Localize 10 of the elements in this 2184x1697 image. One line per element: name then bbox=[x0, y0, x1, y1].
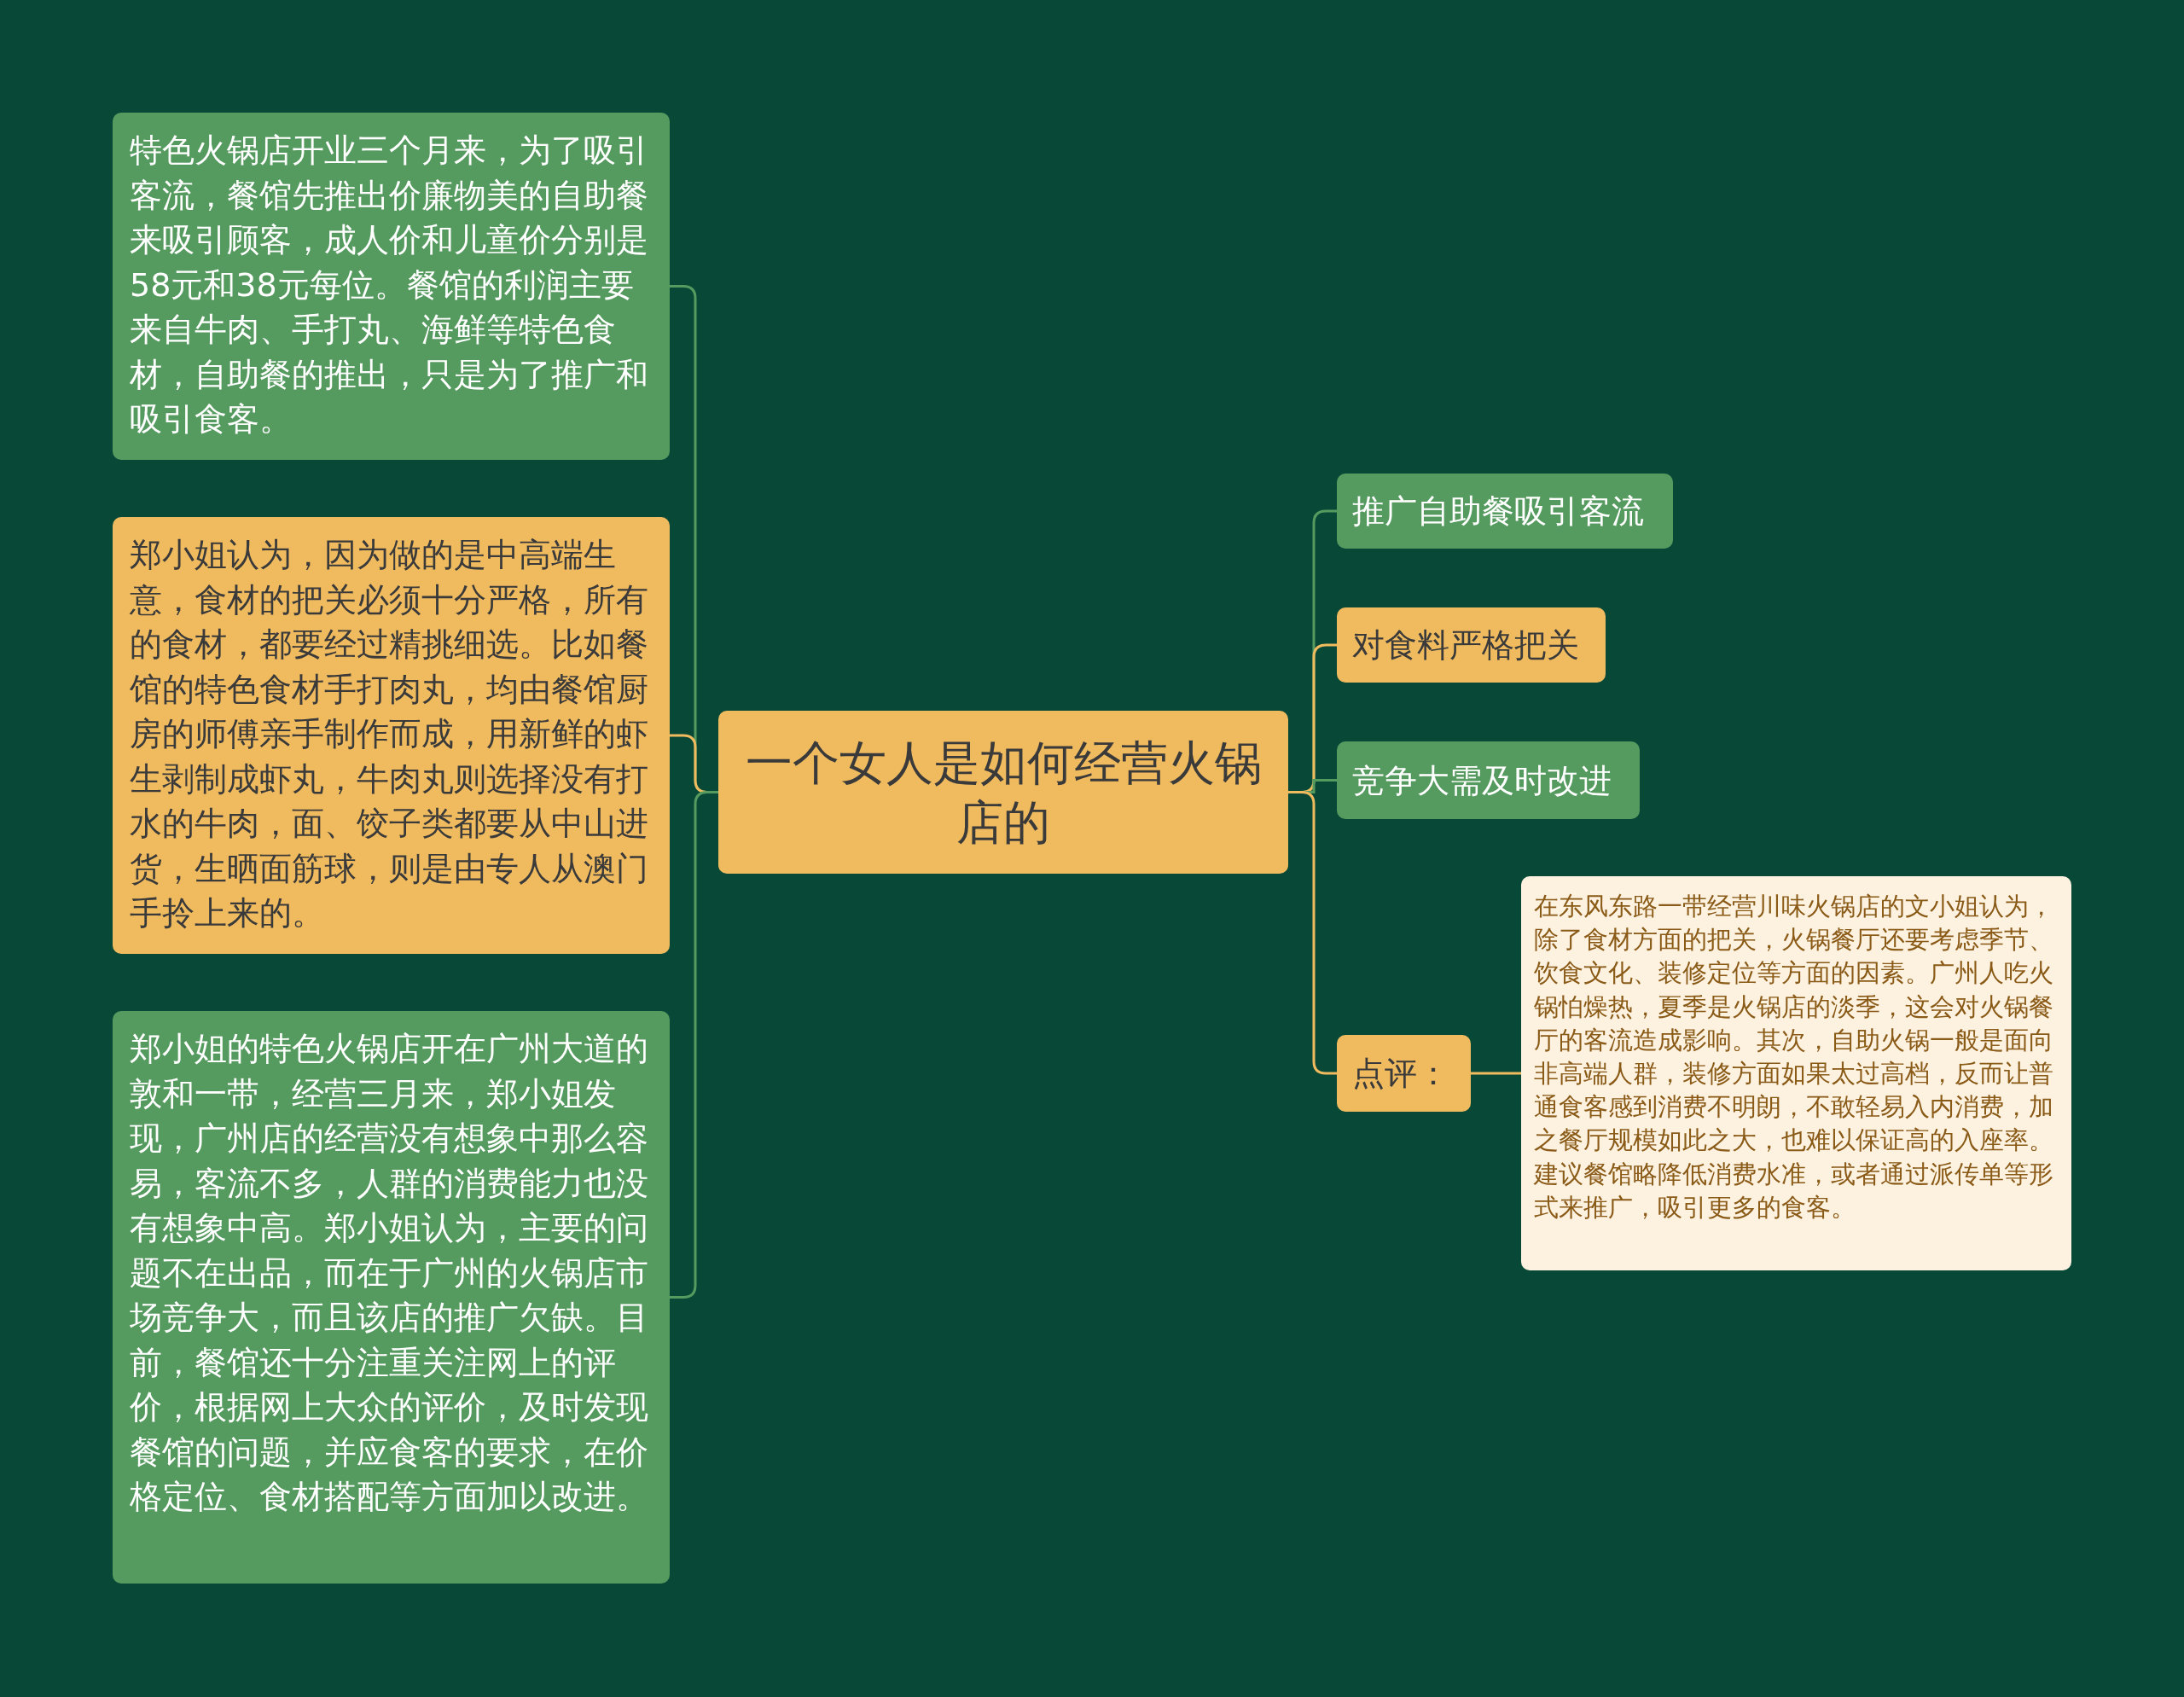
subtopic-box: 对食料严格把关 bbox=[1337, 607, 1606, 683]
detail-box: 郑小姐认为，因为做的是中高端生意，食材的把关必须十分严格，所有的食材，都要经过精挑细选。比如餐馆的特色食材手打肉丸，均由餐馆厨房的师傅亲手制作而成，用新鲜的虾生剥制成虾丸，牛肉丸则选择没有打水的牛肉，面、饺子类都要从中山进货，生晒面筋球，则是由专人从澳门手拎上来的。 bbox=[113, 517, 670, 954]
subtopic-box: 点评： bbox=[1337, 1035, 1471, 1112]
comment-box: 在东风东路一带经营川味火锅店的文小姐认为，除了食材方面的把关，火锅餐厅还要考虑季节、饮食文化、装修定位等方面的因素。广州人吃火锅怕燥热，夏季是火锅店的淡季，这会对火锅餐厅的客流造成影响。其次，自助火锅一般是面向非高端人群，装修方面如果太过高档，反而让普通食客感到消费不明朗，不敢轻易入内消费，加之餐厅规模如此之大，也难以保证高的入座率。建议餐馆略降低消费水准，或者通过派传单等形式来推广，吸引更多的食客。 bbox=[1521, 876, 2071, 1270]
subtopic-box: 推广自助餐吸引客流 bbox=[1337, 474, 1673, 549]
detail-box: 郑小姐的特色火锅店开在广州大道的敦和一带，经营三月来，郑小姐发现，广州店的经营没有想象中那么容易，客流不多，人群的消费能力也没有想象中高。郑小姐认为，主要的问题不在出品，而在于广州的火锅店市场竞争大，而且该店的推广欠缺。目前，餐馆还十分注重关注网上的评价，根据网上大众的评价，及时发现餐馆的问题，并应食客的要求，在价格定位、食材搭配等方面加以改进。 bbox=[113, 1011, 670, 1584]
topic-box: 一个女人是如何经营火锅店的 bbox=[718, 711, 1288, 874]
detail-box: 特色火锅店开业三个月来，为了吸引客流，餐馆先推出价廉物美的自助餐来吸引顾客，成人价和儿童价分别是58元和38元每位。餐馆的利润主要来自牛肉、手打丸、海鲜等特色食材，自助餐的推出，只是为了推广和吸引食客。 bbox=[113, 113, 670, 460]
connector-line bbox=[1471, 1072, 1521, 1075]
subtopic-box: 竞争大需及时改进 bbox=[1337, 741, 1640, 819]
